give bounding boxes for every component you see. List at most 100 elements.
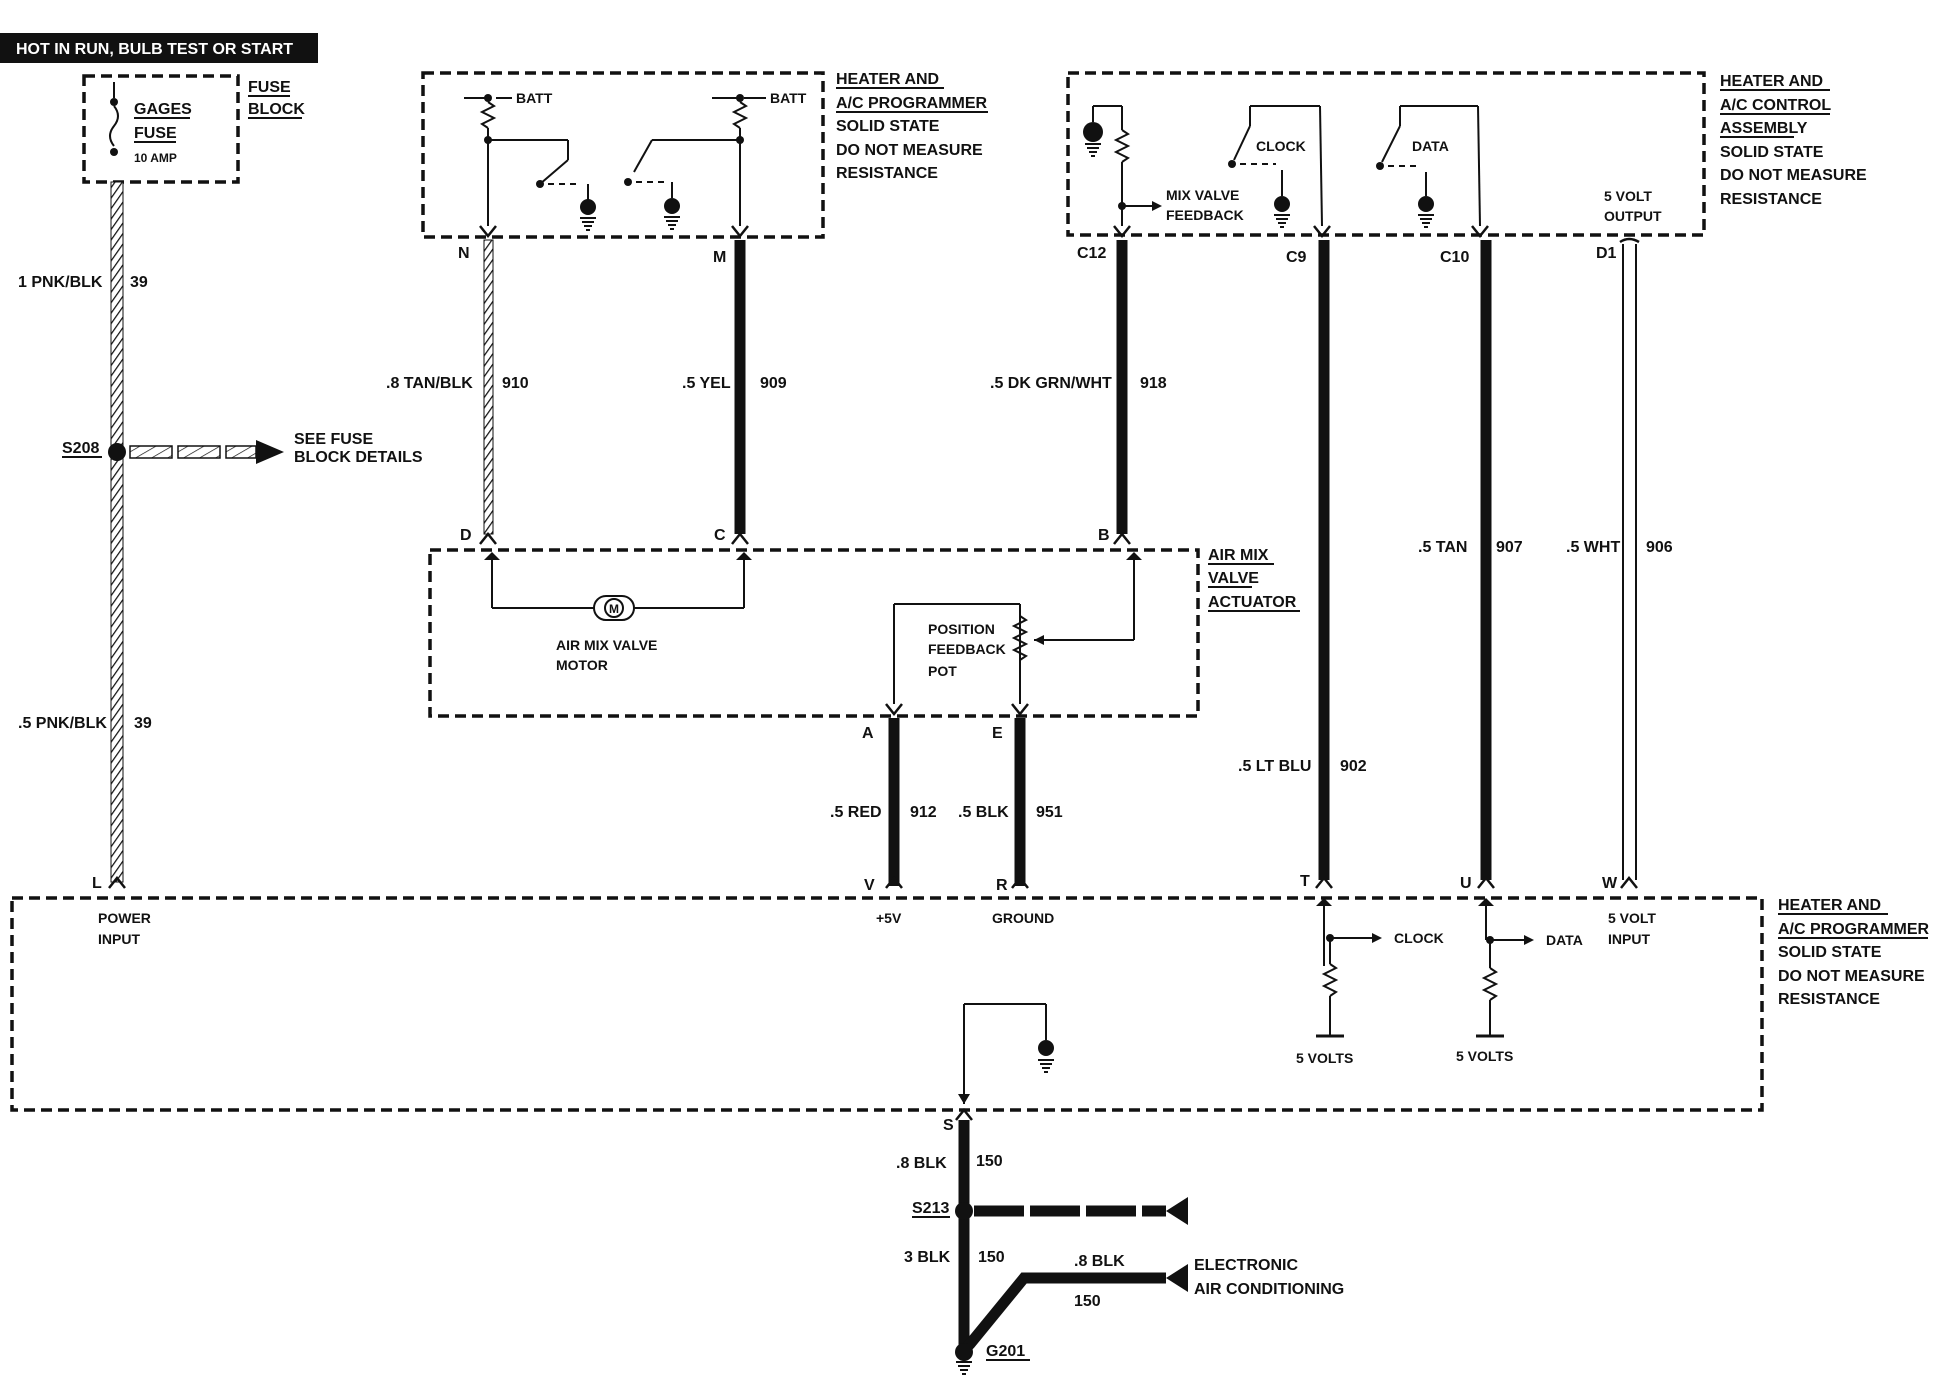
pot-label: POT: [928, 663, 957, 679]
mix-valve-feedback-label: MIX VALVE: [1166, 187, 1239, 203]
ground-label: GROUND: [992, 910, 1054, 926]
splice-label: S208: [62, 440, 99, 457]
fuse-block-label: BLOCK: [248, 101, 305, 118]
splice-reference: BLOCK DETAILS: [294, 449, 423, 466]
component-label: ACTUATOR: [1208, 594, 1297, 611]
wire-951: .5 BLK 951: [958, 718, 1063, 886]
clock-label: CLOCK: [1394, 930, 1444, 946]
pot-label: POSITION: [928, 621, 995, 637]
five-volts-label: 5 VOLTS: [1296, 1050, 1353, 1066]
component-label: VALVE: [1208, 570, 1259, 587]
data-label: DATA: [1546, 932, 1583, 948]
wire-910: .8 TAN/BLK 910: [386, 239, 529, 535]
fuse-rating: 10 AMP: [134, 151, 177, 165]
component-label: RESISTANCE: [1778, 991, 1880, 1008]
component-label: DO NOT MEASURE: [1720, 167, 1867, 184]
title-text: HOT IN RUN, BULB TEST OR START: [16, 41, 293, 58]
control-assembly: HEATER AND A/C CONTROL ASSEMBLY SOLID ST…: [1066, 71, 1867, 239]
wire-color-label: 1 PNK/BLK: [18, 274, 103, 291]
air-mix-valve-actuator: AIR MIX VALVE ACTUATOR D C B M AIR MIX V…: [428, 527, 1300, 718]
wire-circuit-label: 150: [978, 1249, 1005, 1266]
motor-label: MOTOR: [556, 657, 608, 673]
wire-907: .5 TAN 907: [1418, 240, 1523, 880]
title-banner: HOT IN RUN, BULB TEST OR START: [0, 33, 318, 63]
batt-label: BATT: [516, 90, 553, 106]
pin-label: C12: [1077, 245, 1106, 262]
batt-label: BATT: [770, 90, 807, 106]
component-label: DO NOT MEASURE: [1778, 968, 1925, 985]
wire-color-label: 3 BLK: [904, 1249, 951, 1266]
pin-label: E: [992, 725, 1003, 742]
wire-circuit-label: 906: [1646, 539, 1673, 556]
component-label: SOLID STATE: [1778, 944, 1882, 961]
fuse-block: FUSE BLOCK GAGES FUSE 10 AMP: [82, 74, 305, 184]
ground-circuit-150: S .8 BLK 150 S213 3 BLK 150 .8 BLK 150 E…: [896, 1107, 1344, 1375]
wire-918: .5 DK GRN/WHT 918: [990, 240, 1167, 534]
wire-circuit-label: 39: [134, 715, 152, 732]
mix-valve-feedback-label: FEEDBACK: [1166, 207, 1244, 223]
pin-label: U: [1460, 875, 1472, 892]
wire-color-label: .8 BLK: [896, 1155, 947, 1172]
component-label: A/C PROGRAMMER: [1778, 921, 1930, 938]
five-volt-input-label: INPUT: [1608, 931, 1650, 947]
five-volts-label: 5 VOLTS: [1456, 1048, 1513, 1064]
wire-color-label: .8 TAN/BLK: [386, 375, 473, 392]
component-label: AIR MIX: [1208, 547, 1269, 564]
wire-color-label: .5 TAN: [1418, 539, 1467, 556]
wire-circuit-label: 902: [1340, 758, 1367, 775]
component-label: DO NOT MEASURE: [836, 142, 983, 159]
wire-902: .5 LT BLU 902: [1238, 240, 1367, 880]
pin-label: M: [713, 249, 726, 266]
component-label: ASSEMBLY: [1720, 120, 1808, 137]
wire-circuit-label: 918: [1140, 375, 1167, 392]
power-input-label: POWER: [98, 910, 151, 926]
component-label: RESISTANCE: [1720, 191, 1822, 208]
component-label: A/C PROGRAMMER: [836, 95, 988, 112]
clock-label: CLOCK: [1256, 138, 1306, 154]
ground-point-label: G201: [986, 1343, 1025, 1360]
wire-circuit-label: 912: [910, 804, 937, 821]
plus-5v-label: +5V: [876, 910, 902, 926]
fuse-block-label: FUSE: [248, 79, 291, 96]
data-label: DATA: [1412, 138, 1449, 154]
pin-label: C: [714, 527, 726, 544]
power-input-label: INPUT: [98, 931, 140, 947]
wire-color-label: .5 RED: [830, 804, 882, 821]
wire-906: .5 WHT 906: [1566, 237, 1673, 880]
component-label: HEATER AND: [1720, 73, 1823, 90]
splice-s208: S208 SEE FUSE BLOCK DETAILS: [62, 431, 423, 466]
wire-color-label: .8 BLK: [1074, 1253, 1125, 1270]
pin-label: T: [1300, 873, 1310, 890]
pin-label: C9: [1286, 249, 1307, 266]
pin-label: B: [1098, 527, 1110, 544]
splice-reference: SEE FUSE: [294, 431, 373, 448]
wire-912: .5 RED 912: [830, 718, 937, 886]
pin-label: R: [996, 877, 1008, 894]
motor-label: AIR MIX VALVE: [556, 637, 657, 653]
pin-label: A: [862, 725, 874, 742]
pot-label: FEEDBACK: [928, 641, 1006, 657]
pin-label: S: [943, 1117, 954, 1134]
component-label: SOLID STATE: [836, 118, 940, 135]
pin-label: C10: [1440, 249, 1469, 266]
pin-label: D1: [1596, 245, 1617, 262]
wire-color-label: .5 DK GRN/WHT: [990, 375, 1112, 392]
wire-color-label: .5 PNK/BLK: [18, 715, 107, 732]
splice-label: S213: [912, 1200, 949, 1217]
component-label: HEATER AND: [836, 71, 939, 88]
five-volt-output-label: 5 VOLT: [1604, 188, 1652, 204]
wire-color-label: .5 YEL: [682, 375, 731, 392]
component-label: HEATER AND: [1778, 897, 1881, 914]
wire-circuit-label: 150: [976, 1153, 1003, 1170]
component-label: RESISTANCE: [836, 165, 938, 182]
pin-label: N: [458, 245, 470, 262]
programmer-bottom: HEATER AND A/C PROGRAMMER SOLID STATE DO…: [10, 896, 1930, 1112]
eac-label: AIR CONDITIONING: [1194, 1281, 1344, 1298]
component-label: SOLID STATE: [1720, 144, 1824, 161]
eac-label: ELECTRONIC: [1194, 1257, 1298, 1274]
programmer-top: HEATER AND A/C PROGRAMMER SOLID STATE DO…: [421, 71, 988, 239]
wire-color-label: .5 BLK: [958, 804, 1009, 821]
wire-circuit-label: 910: [502, 375, 529, 392]
